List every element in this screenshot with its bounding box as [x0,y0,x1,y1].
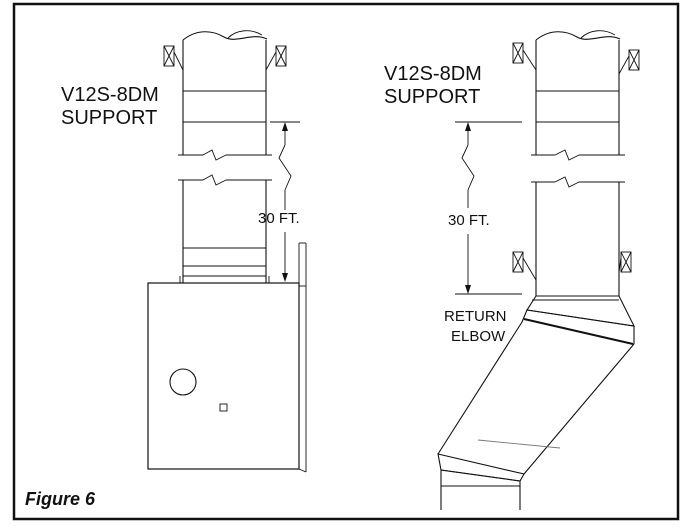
left-support-label-line2: SUPPORT [61,107,157,129]
right-break-upper-zig [554,149,580,161]
right-pipe-top-break [535,31,621,41]
left-dim-break [278,144,292,191]
right-elbow-seam [523,318,634,345]
left-pipe-top-break [182,31,268,41]
left-collar [179,276,270,283]
right-support-bracket-lower-left [512,251,537,281]
right-dim-arrow-bottom [465,285,471,294]
left-cabinet-switch [219,403,228,412]
right-diagonal-joint [477,439,561,449]
right-elbow-label-line2: ELBOW [451,328,506,345]
right-support-label-line1: V12S-8DM [384,63,482,85]
left-support-bracket-left [163,45,184,71]
right-dimension-label: 30 FT. [448,212,490,229]
right-support-label-line2: SUPPORT [384,86,480,108]
right-dim-arrow-top [465,122,471,131]
right-pipe-top-break-inner [580,30,616,39]
right-support-bracket-upper-left [512,42,537,71]
left-vent-assembly: V12S-8DM SUPPORT 30 FT. [61,30,307,473]
left-dim-arrow-top [282,122,288,131]
left-appliance-cabinet [147,282,300,470]
right-dim-break [461,144,475,191]
left-pipe-top-break-inner [227,30,263,39]
right-break-lower-zig [554,176,580,188]
right-diagonal-wall-right [523,343,635,475]
left-dimension-label: 30 FT. [258,210,300,227]
left-support-label-line1: V12S-8DM [61,84,159,106]
right-elbow-joint [526,309,635,327]
right-support-bracket-lower-right [618,251,632,273]
figure-caption: Figure 6 [25,489,96,509]
right-elbow-label-line1: RETURN [444,308,507,325]
left-dim-arrow-bottom [282,273,288,282]
right-support-bracket-upper-right [618,49,640,75]
right-diagonal-wall-left [437,321,523,455]
left-cabinet-port [169,368,197,396]
left-cabinet-side-bottom [298,468,307,473]
left-break-upper-zig [202,149,227,161]
left-break-lower-zig [202,174,227,186]
left-support-bracket-right [265,45,287,71]
figure-border [12,2,680,521]
right-lower-elbow-ring [440,469,521,482]
right-vent-assembly: V12S-8DM SUPPORT 30 FT. RETURN ELBOW [384,30,640,510]
right-elbow-left-short [521,309,528,323]
